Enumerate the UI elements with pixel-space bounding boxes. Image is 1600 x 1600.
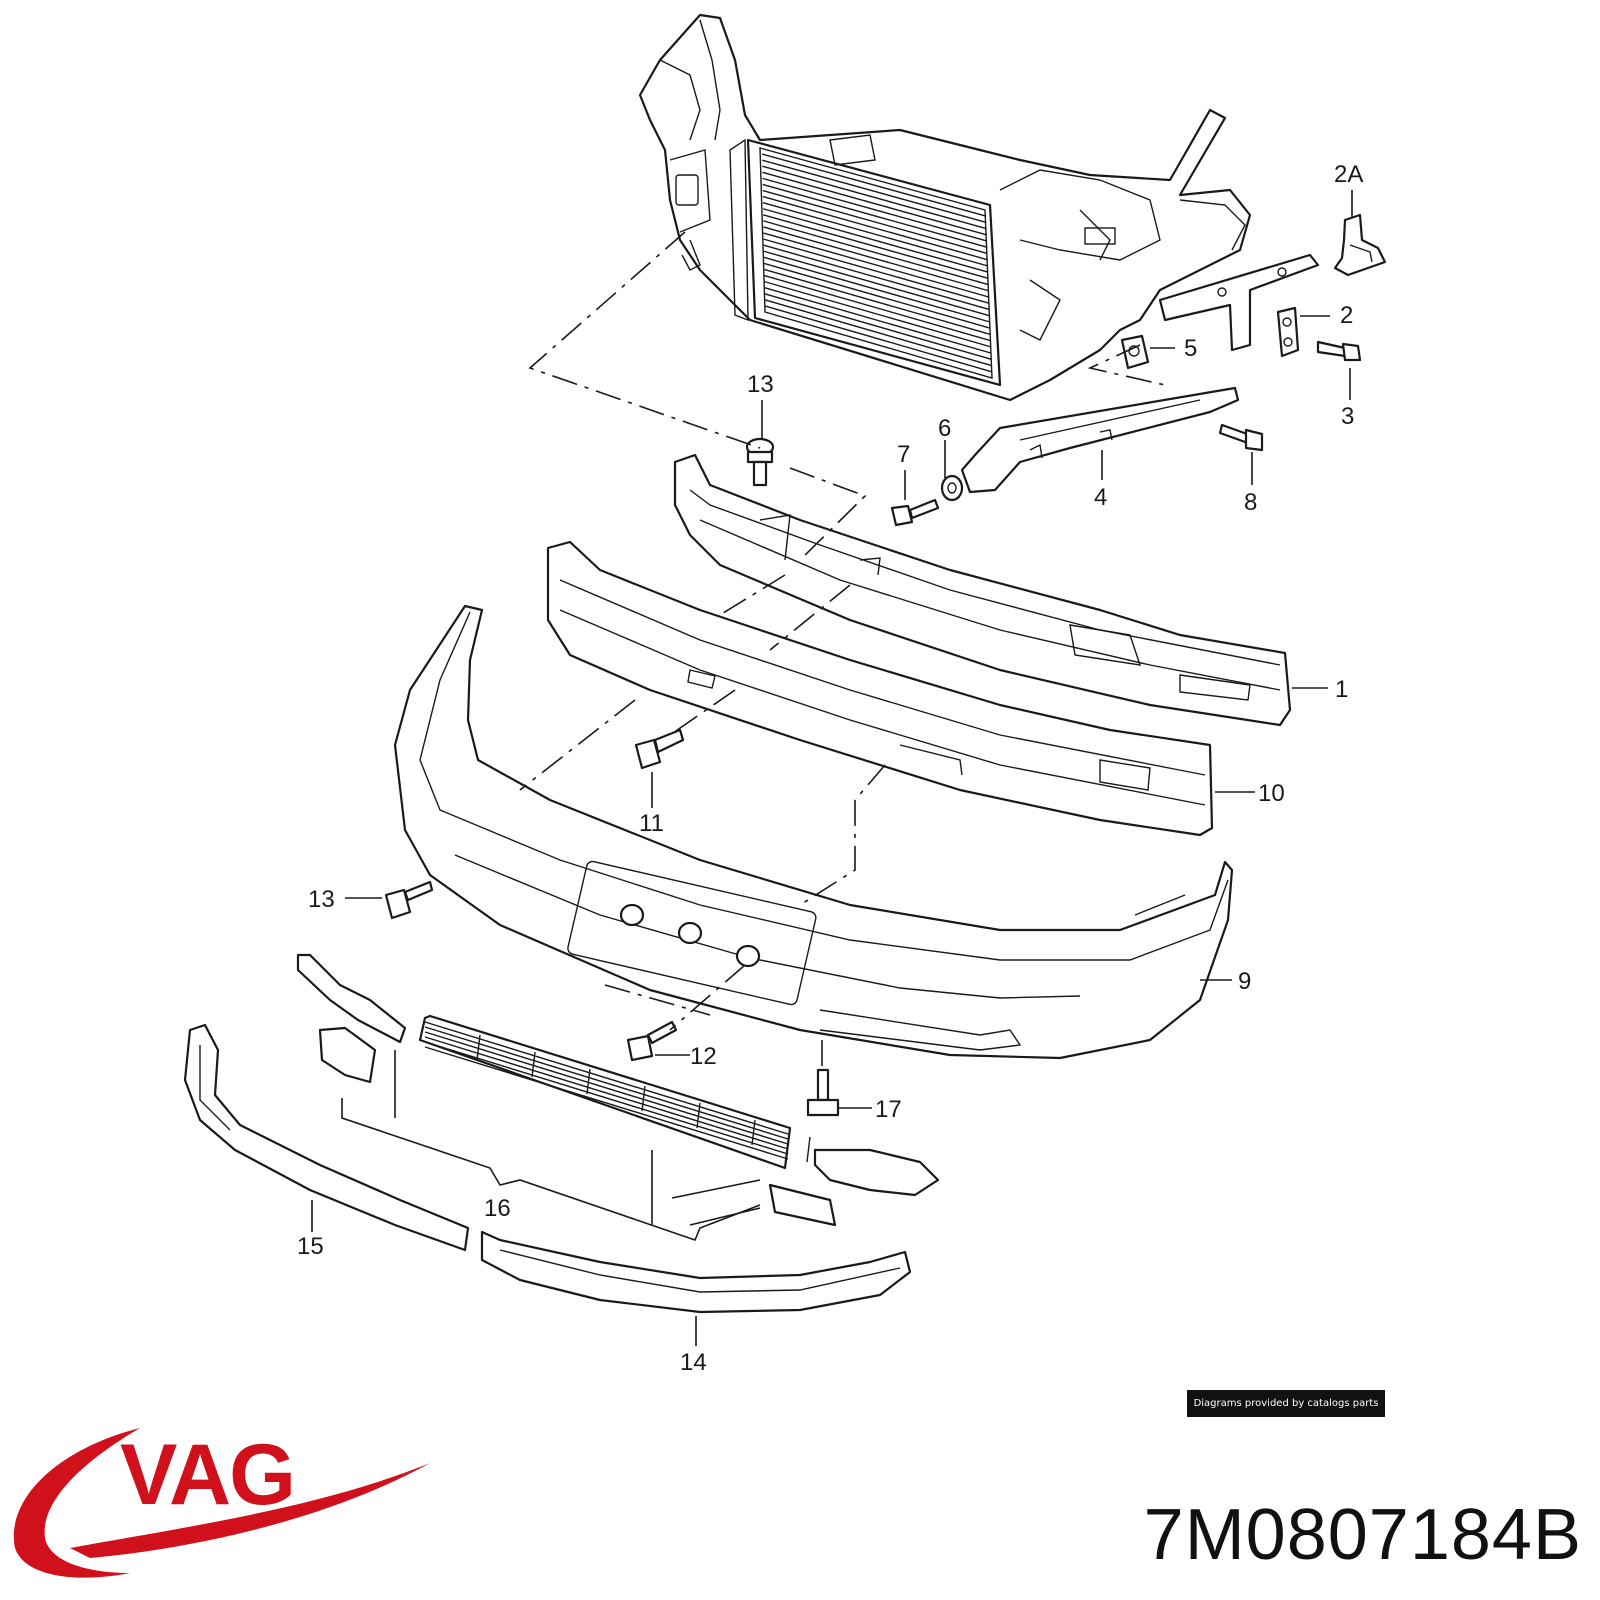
callout-2a: 2A bbox=[1334, 161, 1363, 188]
callout-11: 11 bbox=[639, 810, 664, 837]
callout-15: 15 bbox=[297, 1233, 324, 1260]
radiator-fin-line bbox=[762, 195, 988, 261]
callout-10: 10 bbox=[1258, 780, 1285, 807]
radiator-fin-line bbox=[763, 232, 990, 298]
callouts: 2A 2 5 3 13 6 7 4 8 1 10 11 13 9 12 17 1… bbox=[297, 161, 1363, 1376]
radiator-fins bbox=[761, 153, 992, 373]
bolt-11 bbox=[634, 728, 685, 770]
radiator bbox=[729, 134, 1002, 387]
energy-absorber-10 bbox=[546, 540, 1214, 837]
callout-5: 5 bbox=[1184, 335, 1197, 362]
brand-logo-text: VAG bbox=[120, 1427, 296, 1523]
trim-left-16 bbox=[296, 953, 407, 1084]
callout-9: 9 bbox=[1238, 968, 1251, 995]
diagram-credit-banner: Diagrams provided by catalogs parts bbox=[1187, 1390, 1385, 1417]
logo-swoosh-underline bbox=[70, 1463, 430, 1558]
callout-14: 14 bbox=[680, 1349, 707, 1376]
grille-rib bbox=[696, 1102, 701, 1129]
grille-rib bbox=[806, 1136, 811, 1163]
bolt-12 bbox=[626, 1020, 678, 1062]
bolt-17 bbox=[806, 1068, 840, 1117]
bumper-cover-9 bbox=[393, 604, 1234, 1060]
radiator-fin-line bbox=[762, 201, 989, 267]
radiator-fin-line bbox=[764, 287, 992, 354]
grille-rib bbox=[531, 1051, 536, 1078]
bracket-rail-upper bbox=[1158, 253, 1320, 352]
radiator-fin-line bbox=[762, 171, 988, 236]
logo-swoosh bbox=[13, 1428, 140, 1578]
radiator-fin-line bbox=[763, 256, 991, 323]
callout-8: 8 bbox=[1244, 489, 1257, 516]
radiator-fin-line bbox=[764, 305, 992, 373]
trim-right-16 bbox=[768, 1148, 940, 1227]
radiator-fin-line bbox=[763, 250, 990, 317]
bolt-7 bbox=[890, 498, 940, 527]
callout-13-lower: 13 bbox=[308, 886, 335, 913]
radiator-fin-line bbox=[763, 238, 990, 305]
bolt-13-upper bbox=[745, 437, 775, 487]
clip-5 bbox=[1120, 334, 1150, 370]
spoiler-14 bbox=[480, 1230, 912, 1314]
callout-2: 2 bbox=[1340, 302, 1353, 329]
callout-6: 6 bbox=[938, 415, 951, 442]
grille-rib bbox=[476, 1034, 481, 1061]
callout-7: 7 bbox=[897, 441, 910, 468]
callout-13-upper: 13 bbox=[747, 371, 774, 398]
bolt-8 bbox=[1218, 423, 1264, 452]
radiator-fin-line bbox=[764, 299, 992, 367]
radiator-fin-line bbox=[763, 262, 991, 329]
callout-1: 1 bbox=[1335, 676, 1348, 703]
grille-rib bbox=[641, 1085, 646, 1112]
washer-6 bbox=[940, 474, 964, 502]
radiator-fin-line bbox=[762, 208, 989, 273]
radiator-fin-line bbox=[763, 226, 990, 292]
bumper-beam-1 bbox=[673, 453, 1292, 727]
bracket-2 bbox=[1276, 306, 1300, 358]
spoiler-15 bbox=[183, 1023, 470, 1252]
assembly-lines bbox=[519, 231, 1166, 1068]
grille-bars bbox=[424, 1021, 811, 1163]
radiator-fin-line bbox=[764, 268, 991, 336]
bolt-13-lower bbox=[384, 880, 434, 920]
radiator-fin-line bbox=[763, 220, 989, 286]
grille-bar bbox=[424, 1041, 789, 1155]
part-number: 7M0807184B bbox=[1143, 1495, 1582, 1575]
callout-12: 12 bbox=[690, 1043, 717, 1070]
radiator-fin-line bbox=[764, 274, 991, 342]
radiator-fin-line bbox=[762, 165, 987, 230]
callout-17: 17 bbox=[875, 1096, 902, 1123]
grille-bar bbox=[424, 1036, 789, 1150]
callout-4: 4 bbox=[1094, 484, 1107, 511]
radiator-fin-line bbox=[762, 189, 988, 255]
radiator-fin-line bbox=[762, 159, 987, 224]
grille-rib bbox=[586, 1068, 591, 1095]
radiator-fin-line bbox=[764, 280, 992, 348]
radiator-fin-line bbox=[764, 293, 992, 361]
callout-16: 16 bbox=[484, 1195, 511, 1222]
radiator-fin-line bbox=[761, 153, 987, 217]
grille-bar bbox=[424, 1026, 789, 1140]
callout-3: 3 bbox=[1341, 403, 1354, 430]
leader-lines bbox=[311, 190, 1353, 1346]
radiator-fin-line bbox=[763, 214, 989, 280]
bracket-2a bbox=[1333, 213, 1387, 277]
radiator-fin-line bbox=[762, 183, 988, 249]
radiator-fin-line bbox=[762, 177, 988, 242]
bolt-3 bbox=[1316, 340, 1362, 362]
grille-bar bbox=[424, 1031, 789, 1145]
support-bracket-4 bbox=[960, 386, 1240, 494]
grille-bar bbox=[424, 1046, 789, 1160]
vag-logo-swoosh bbox=[13, 1428, 430, 1578]
grille-bar bbox=[424, 1021, 789, 1135]
grille-rib bbox=[751, 1119, 756, 1146]
radiator-fin-line bbox=[763, 244, 990, 311]
lower-grille bbox=[418, 1014, 811, 1170]
